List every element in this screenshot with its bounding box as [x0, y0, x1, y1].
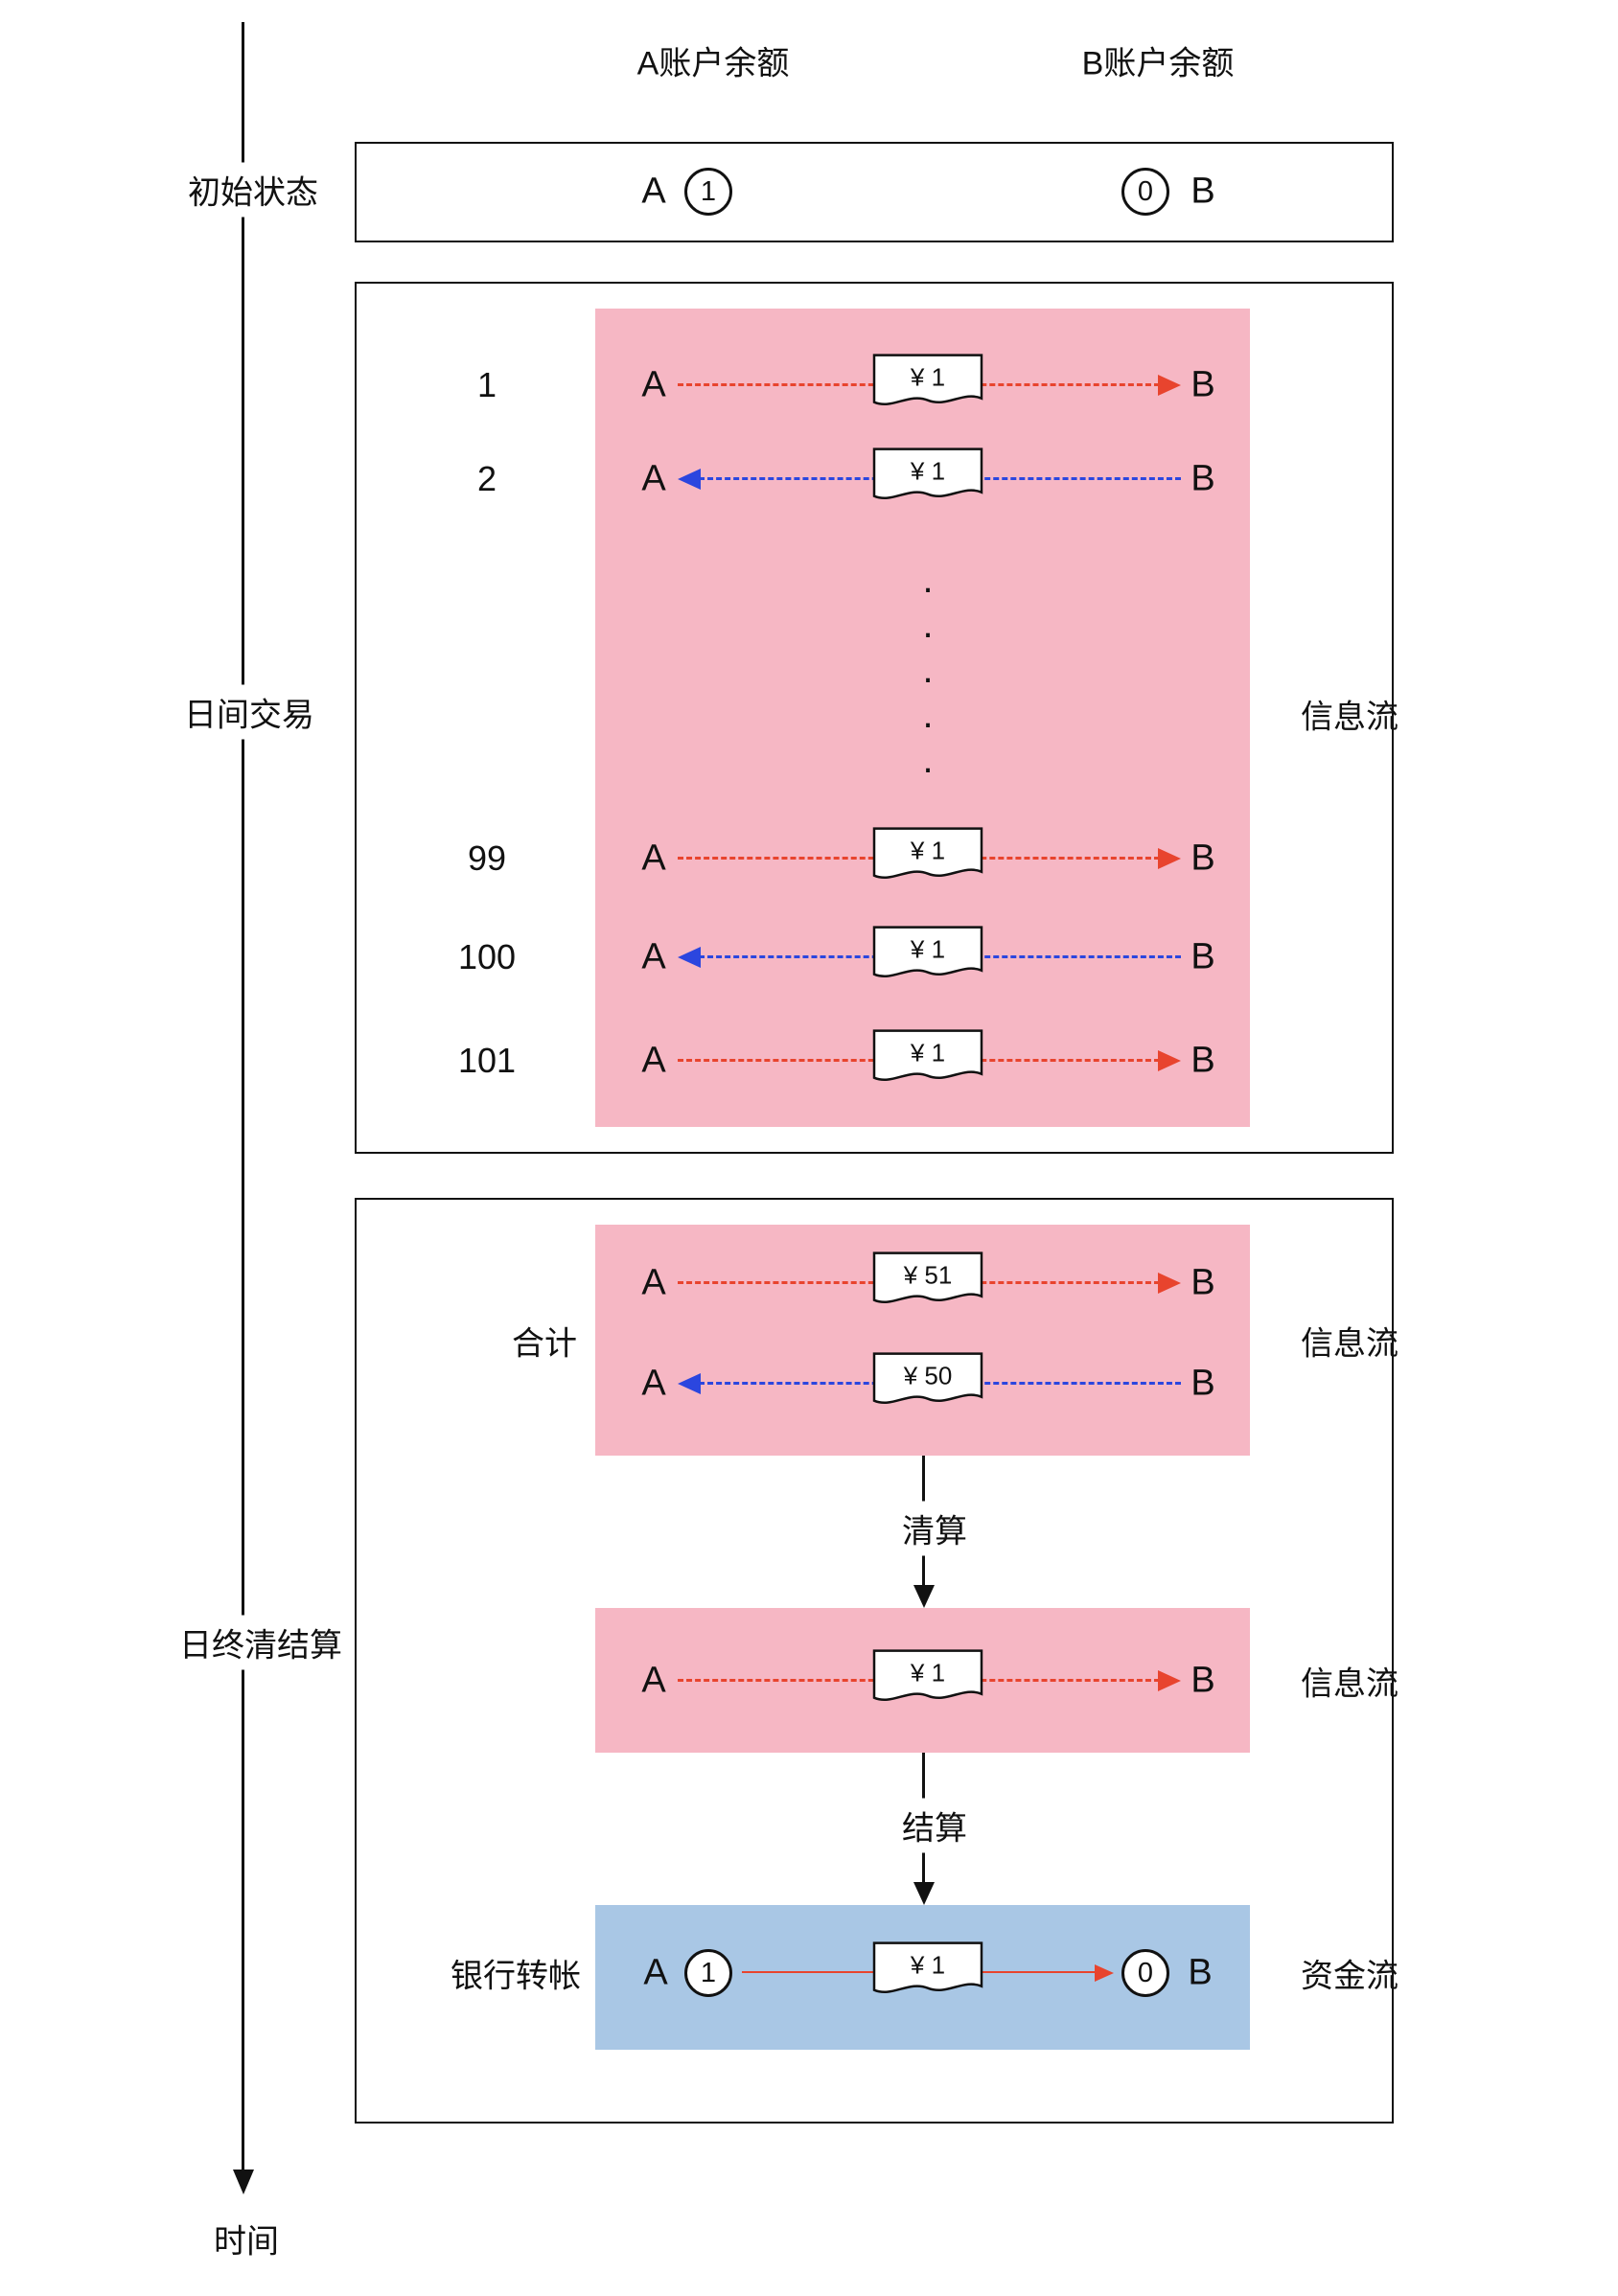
receipt-icon: ¥ 1	[871, 447, 984, 510]
account-a-label: A	[643, 1952, 668, 1993]
down-arrowhead-icon	[913, 1882, 935, 1905]
transaction-number: 101	[457, 1041, 517, 1080]
receipt-icon: ¥ 1	[871, 826, 984, 889]
settlement-section-box: A ¥ 51 B A ¥ 50 B 合计 信息流 清算 A	[355, 1198, 1398, 2124]
balance-b-circle: 0	[1121, 168, 1169, 216]
receipt-icon: ¥ 50	[871, 1351, 984, 1414]
amount-label: ¥ 1	[910, 934, 946, 964]
settling-label: 结算	[892, 1798, 977, 1853]
account-b-label: B	[1190, 1363, 1215, 1404]
bank-transfer-label: 银行转帐	[451, 1958, 581, 1995]
totals-label: 合计	[512, 1325, 577, 1363]
flow-label-info: 信息流	[1301, 699, 1398, 736]
receipt-icon: ¥ 1	[871, 1940, 984, 2004]
flow-label-info: 信息流	[1301, 1665, 1398, 1703]
daytime-section-box: 1 A ¥ 1 B 2 A ¥ 1 B · · · · · 99 A	[355, 282, 1398, 1154]
stage-label-settlement: 日终清结算	[172, 1615, 350, 1670]
account-a-label: A	[641, 171, 666, 212]
account-b-label: B	[1190, 1660, 1215, 1701]
transaction-number: 100	[457, 937, 517, 976]
stage-label-daytime: 日间交易	[176, 684, 322, 740]
transaction-number: 2	[476, 459, 497, 498]
timeline-arrowhead-icon	[233, 2170, 254, 2194]
account-b-label: B	[1190, 838, 1215, 879]
amount-label: ¥ 1	[910, 456, 946, 486]
amount-label: ¥ 1	[910, 1658, 946, 1688]
receipt-icon: ¥ 1	[871, 353, 984, 416]
balance-a-circle: 1	[684, 168, 732, 216]
clearing-label: 清算	[892, 1501, 977, 1556]
column-header-a: A账户余额	[636, 45, 790, 82]
timeline-axis	[242, 22, 244, 2172]
account-b-label: B	[1188, 1952, 1213, 1993]
account-a-label: A	[641, 1262, 666, 1303]
receipt-icon: ¥ 1	[871, 1648, 984, 1711]
amount-label: ¥ 51	[903, 1260, 953, 1290]
account-b-label: B	[1190, 171, 1215, 212]
account-b-label: B	[1190, 458, 1215, 499]
initial-state-box: A 1 0 B	[355, 142, 1394, 242]
amount-label: ¥ 1	[910, 836, 946, 865]
receipt-icon: ¥ 1	[871, 925, 984, 988]
account-a-label: A	[641, 364, 666, 405]
account-a-label: A	[641, 1363, 666, 1404]
flow-label-funds: 资金流	[1301, 1958, 1398, 1995]
receipt-icon: ¥ 51	[871, 1251, 984, 1314]
account-a-label: A	[641, 838, 666, 879]
account-a-label: A	[641, 1660, 666, 1701]
timeline-axis-label: 时间	[206, 2211, 287, 2266]
account-b-label: B	[1190, 1262, 1215, 1303]
balance-a-circle: 1	[684, 1949, 732, 1997]
account-b-label: B	[1190, 364, 1215, 405]
account-a-label: A	[641, 936, 666, 977]
receipt-icon: ¥ 1	[871, 1028, 984, 1091]
amount-label: ¥ 1	[910, 1950, 946, 1980]
account-b-label: B	[1190, 1040, 1215, 1081]
transaction-number: 1	[476, 365, 497, 404]
amount-label: ¥ 1	[910, 1038, 946, 1068]
account-b-label: B	[1190, 936, 1215, 977]
balance-b-circle: 0	[1121, 1949, 1169, 1997]
column-header-b: B账户余额	[1081, 45, 1235, 82]
info-flow-background	[595, 309, 1250, 1127]
ellipsis-dots: · · · · ·	[921, 566, 935, 790]
down-arrowhead-icon	[913, 1585, 935, 1608]
amount-label: ¥ 50	[903, 1361, 953, 1390]
transaction-number: 99	[467, 838, 507, 878]
flow-label-info: 信息流	[1301, 1325, 1398, 1363]
amount-label: ¥ 1	[910, 362, 946, 392]
account-a-label: A	[641, 1040, 666, 1081]
stage-label-initial: 初始状态	[180, 162, 326, 218]
account-a-label: A	[641, 458, 666, 499]
